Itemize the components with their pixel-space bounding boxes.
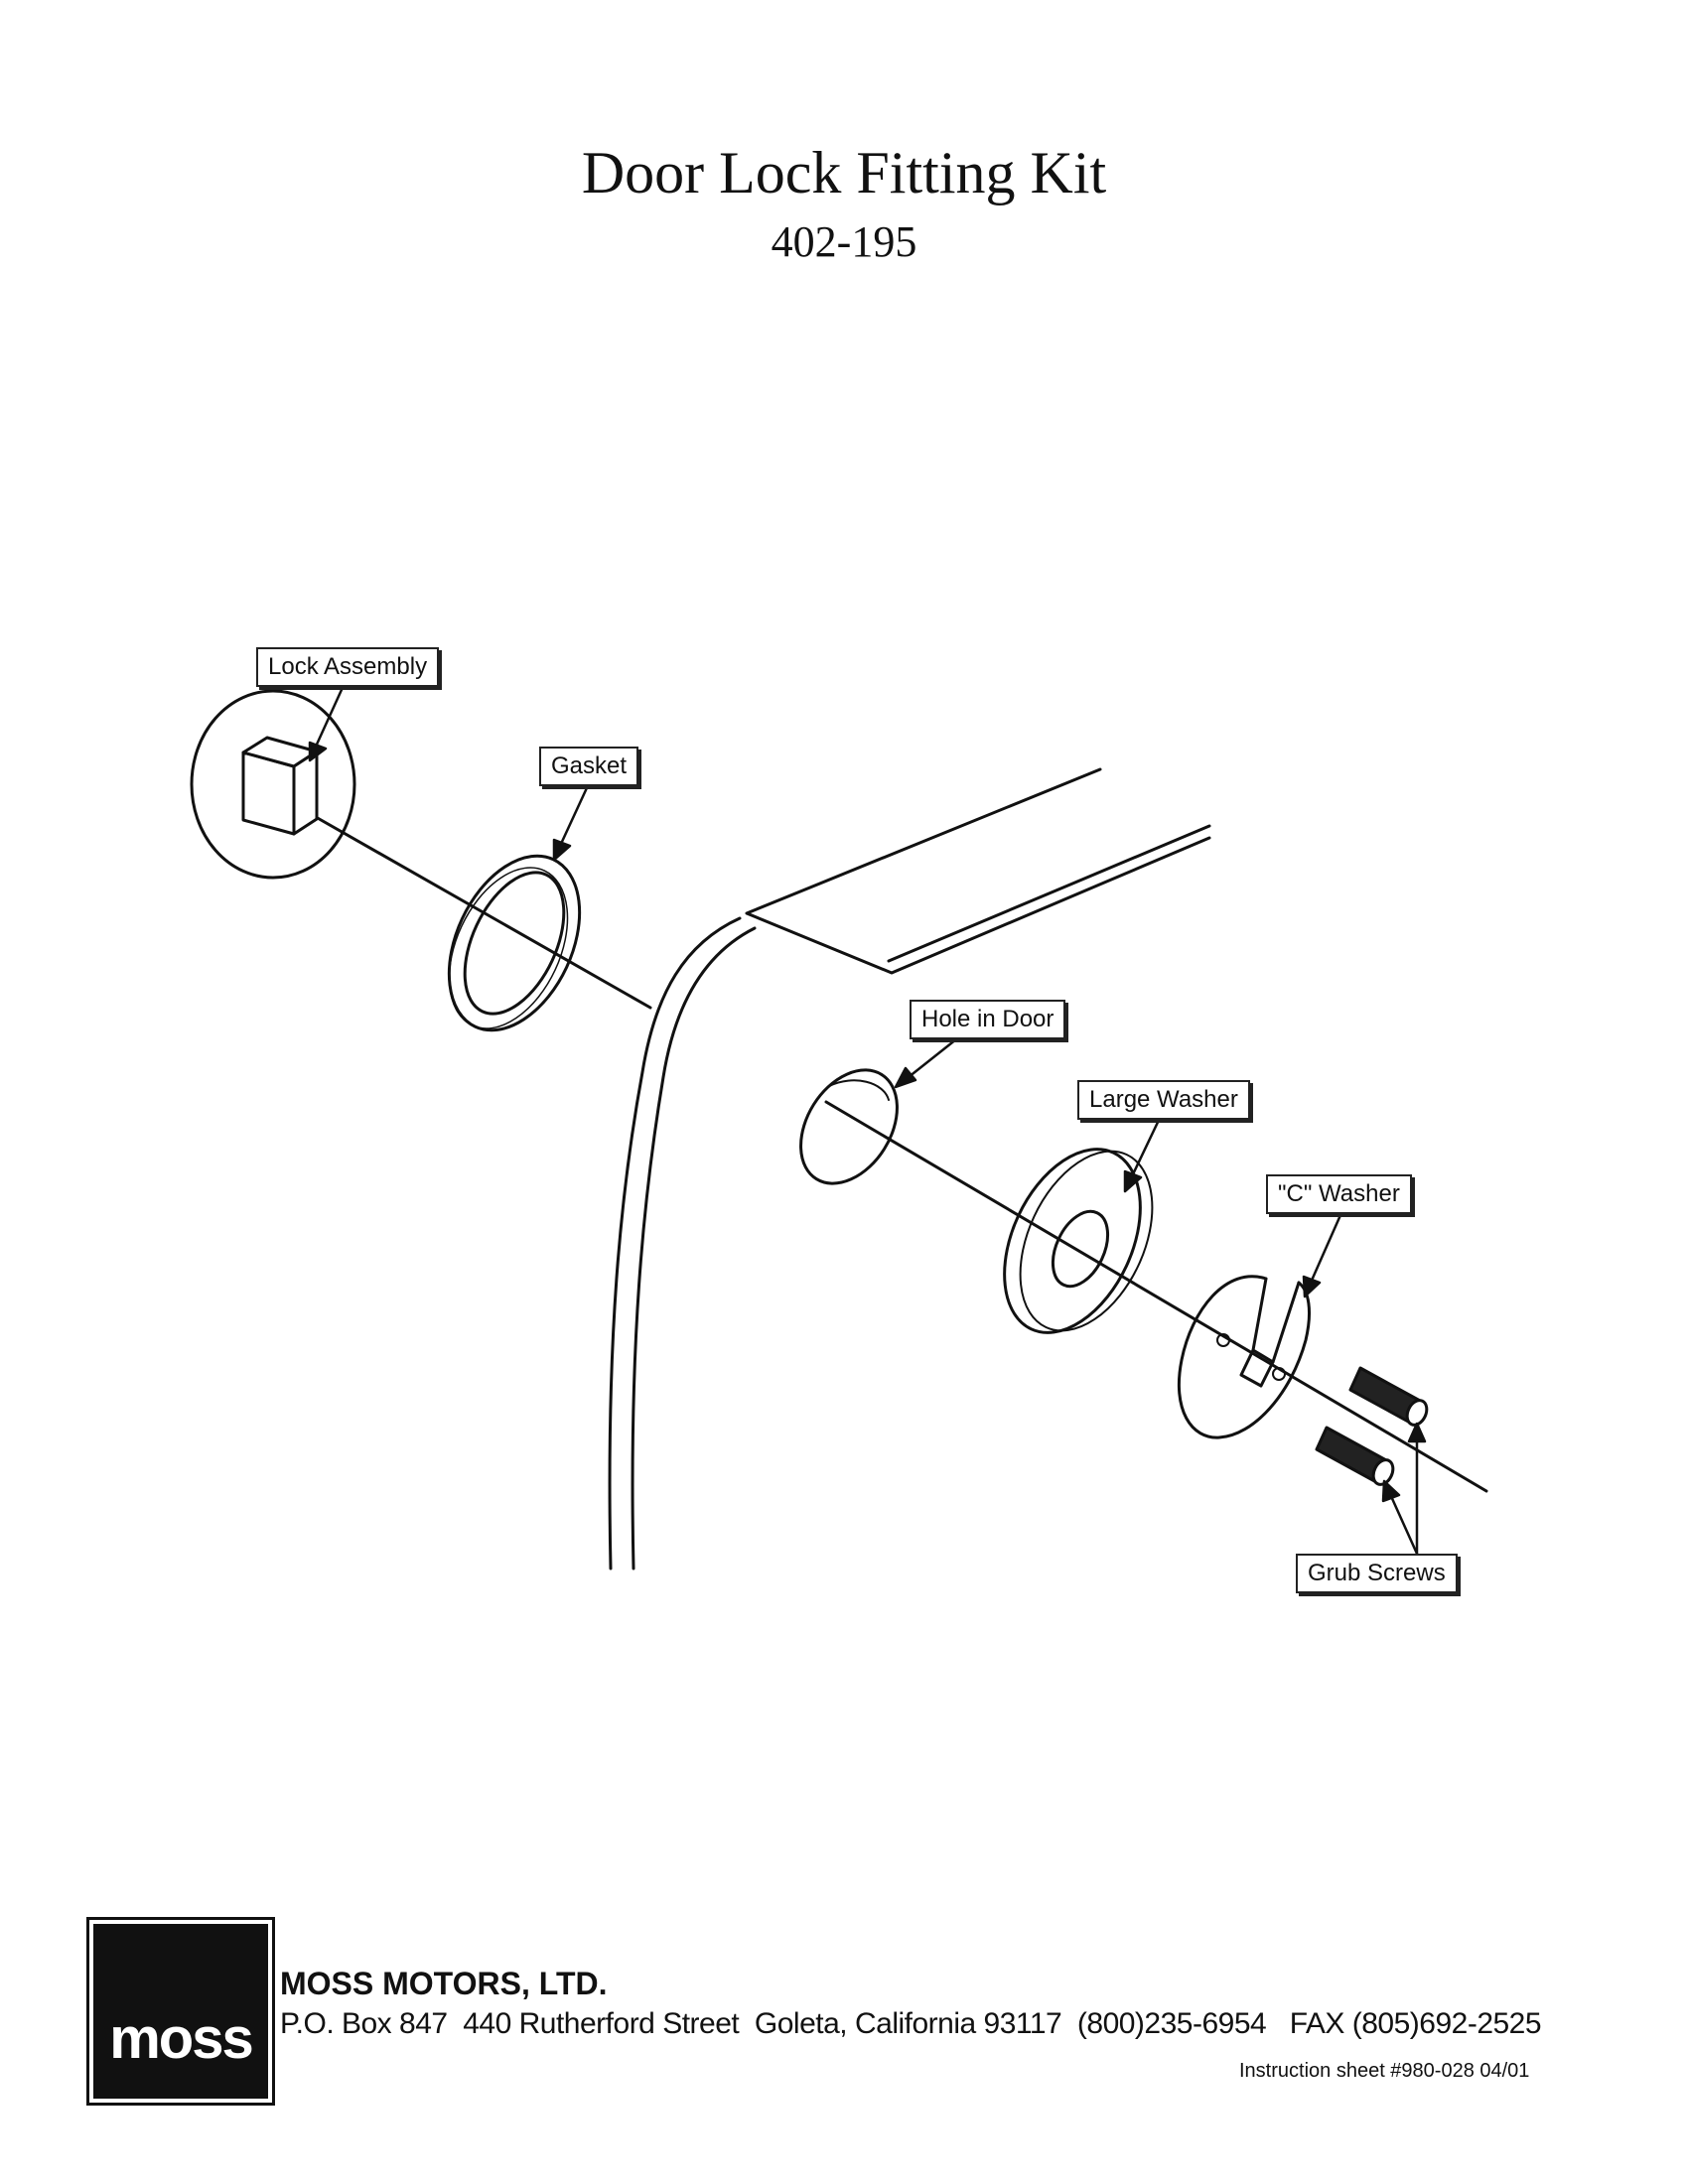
gasket — [447, 854, 582, 1032]
moss-logo: moss — [86, 1917, 275, 2106]
hole-in-door-shape — [799, 1068, 899, 1185]
grub-screw-upper — [1348, 1366, 1429, 1427]
lock-assembly-block — [241, 736, 319, 836]
company-name: MOSS MOTORS, LTD. — [280, 1966, 608, 2001]
c-washer — [1177, 1275, 1312, 1439]
company-address: P.O. Box 847 440 Rutherford Street Golet… — [280, 2007, 1542, 2040]
lock-assembly-detail-circle — [190, 689, 356, 880]
leader-lines — [308, 679, 1427, 1556]
lock-assembly-label: Lock Assembly — [256, 647, 440, 687]
gasket-label: Gasket — [539, 747, 639, 786]
large-washer — [1003, 1148, 1154, 1334]
grub-screws-label: Grub Screws — [1296, 1554, 1458, 1593]
page-title: Door Lock Fitting Kit — [581, 140, 1107, 205]
moss-logo-text: moss — [109, 2006, 254, 2071]
instruction-sheet-number: Instruction sheet #980-028 04/01 — [1239, 2060, 1530, 2082]
assembly-axis-lower — [824, 1100, 1488, 1493]
c-washer-label: "C" Washer — [1266, 1174, 1412, 1214]
part-number: 402-195 — [771, 217, 917, 266]
hole-in-door-label: Hole in Door — [910, 1000, 1066, 1039]
grub-screw-lower — [1315, 1426, 1395, 1486]
door-panel — [608, 767, 1211, 1570]
large-washer-label: Large Washer — [1077, 1080, 1250, 1120]
